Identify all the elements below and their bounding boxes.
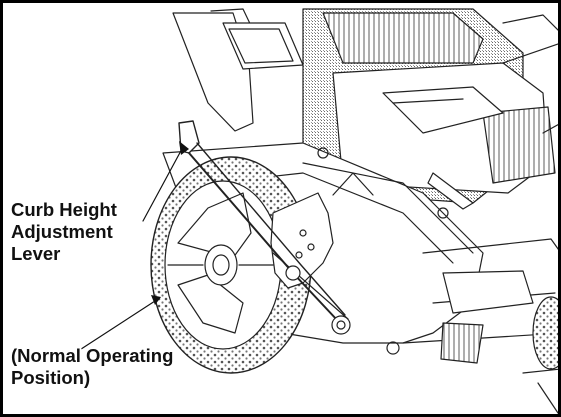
leader-lines (74, 141, 189, 354)
lever-callout-label: Curb Height Adjustment Lever (11, 199, 117, 265)
mower-illustration (74, 8, 558, 414)
lever-label-line-2: Adjustment (11, 221, 113, 242)
position-callout-label: (Normal Operating Position) (11, 345, 173, 389)
rear-wheel-partial (440, 270, 558, 414)
upper-body (172, 8, 304, 132)
position-label-line-1: (Normal Operating (11, 345, 174, 366)
lever-label-line-1: Curb Height (11, 199, 117, 220)
position-label-line-2: Position) (11, 367, 91, 388)
curb-height-lever (178, 120, 351, 335)
lever-label-line-3: Lever (11, 243, 61, 264)
front-wheel (150, 156, 312, 374)
engine-block (302, 8, 558, 204)
